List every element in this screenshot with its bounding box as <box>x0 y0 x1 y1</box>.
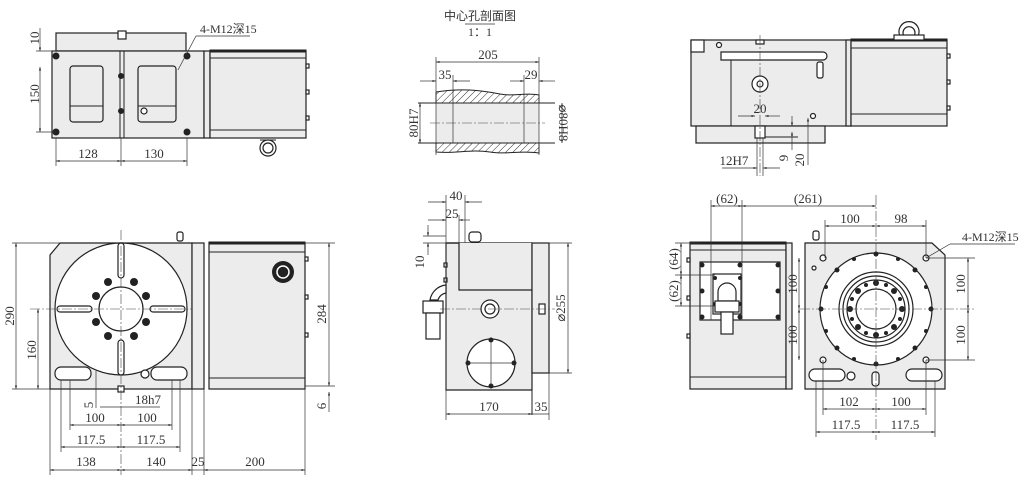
dim-slot-pitch-left: 102 <box>839 394 859 409</box>
dim-height-offset: 10 <box>412 256 427 269</box>
dim-right-dia: ⌀80H8 <box>556 105 571 142</box>
dim-key: 12H7 <box>720 153 749 168</box>
center-hole-section: 中心孔剖面图 1：1 205 35 29 80H7 ⌀80H8 <box>406 8 571 155</box>
dim-main-height: 150 <box>27 84 42 104</box>
dim-side-upper: (64) <box>666 248 681 270</box>
dim-base-offset: 6 <box>314 402 329 409</box>
dim-gap: 25 <box>192 454 205 469</box>
dim-height: 20 <box>792 154 807 167</box>
dim-slot-outer-left: 117.5 <box>77 432 106 447</box>
dim-slot-outer-right: 117.5 <box>137 432 166 447</box>
dim-top-height: 10 <box>27 32 42 45</box>
dim-left-step: 35 <box>439 67 452 82</box>
dim-slot-pitch-left: 100 <box>85 410 105 425</box>
front-view: 290 160 284 6 5 18h7 100 100 117.5 117.5 <box>2 230 335 475</box>
rear-view: (62) (261) 100 98 4-M12深15 100 100 100 1… <box>666 191 1019 440</box>
dim-flange: 35 <box>535 399 548 414</box>
dim-key: 18h7 <box>135 392 162 407</box>
dim-inner-offset: 25 <box>446 206 459 221</box>
top-plan-view: 10 150 128 130 4-M12深15 <box>27 22 310 166</box>
dim-diameter: ⌀255 <box>553 294 568 321</box>
dim-vert-left-upper: 100 <box>785 274 800 294</box>
rear-thread-note: 4-M12深15 <box>962 230 1019 244</box>
thread-note: 4-M12深15 <box>200 22 257 36</box>
dim-width-right: 130 <box>144 146 164 161</box>
dim-slot-outer-left: 117.5 <box>832 417 861 432</box>
dim-hole-x-right: 98 <box>895 211 908 226</box>
dim-depth: 9 <box>776 155 791 162</box>
top-side-view: 20 12H7 9 20 <box>690 21 951 176</box>
dim-width-left: 128 <box>78 146 98 161</box>
dim-motor-height: 284 <box>314 304 329 324</box>
dim-key-depth: 5 <box>81 402 96 409</box>
dim-width-right: 140 <box>146 454 166 469</box>
dim-right-step: 29 <box>525 67 538 82</box>
dim-hole-x-left: 100 <box>840 211 860 226</box>
dim-hole-y-upper: 100 <box>953 274 968 294</box>
dim-length: 170 <box>479 399 499 414</box>
dim-side-lower: (62) <box>666 280 681 302</box>
dim-slot-width: 20 <box>754 101 767 116</box>
dim-slot-outer-right: 117.5 <box>891 417 920 432</box>
dim-slot-pitch-right: 100 <box>137 410 157 425</box>
section-title: 中心孔剖面图 <box>444 8 516 23</box>
dim-center-height: 160 <box>24 340 39 360</box>
dim-top-left: (62) <box>716 191 738 206</box>
section-scale: 1：1 <box>468 25 492 39</box>
dim-section-length: 205 <box>478 47 498 62</box>
dim-top-offset: 40 <box>450 188 463 203</box>
dim-motor-length: 200 <box>245 454 265 469</box>
dim-vert-left-lower: 100 <box>785 325 800 345</box>
dim-hole-y-lower: 100 <box>953 325 968 345</box>
side-view: 40 25 10 ⌀255 170 35 <box>412 188 572 420</box>
dim-slot-pitch-right: 100 <box>891 394 911 409</box>
dim-left-dia: 80H7 <box>406 108 421 137</box>
dim-width-left: 138 <box>76 454 96 469</box>
dim-top-long: (261) <box>794 191 822 206</box>
dim-total-height: 290 <box>2 306 17 326</box>
